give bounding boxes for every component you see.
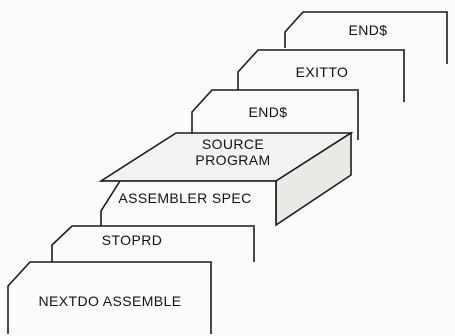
card-stoprd: STOPRD xyxy=(52,226,254,262)
card-end-top-label: END$ xyxy=(349,22,388,38)
source-label-line-1: SOURCE xyxy=(202,136,264,152)
card-end-middle-label: END$ xyxy=(249,104,288,120)
card-nextdo-assemble: NEXTDO ASSEMBLE xyxy=(8,262,211,334)
card-exitto-label: EXITTO xyxy=(296,64,349,80)
card-assembler-spec-label: ASSEMBLER SPEC xyxy=(118,190,251,206)
card-nextdo-assemble-label: NEXTDO ASSEMBLE xyxy=(39,293,182,309)
card-stoprd-label: STOPRD xyxy=(102,232,163,248)
source-label-line-2: PROGRAM xyxy=(195,152,270,168)
source-program-deck: SOURCE PROGRAM xyxy=(101,133,351,225)
